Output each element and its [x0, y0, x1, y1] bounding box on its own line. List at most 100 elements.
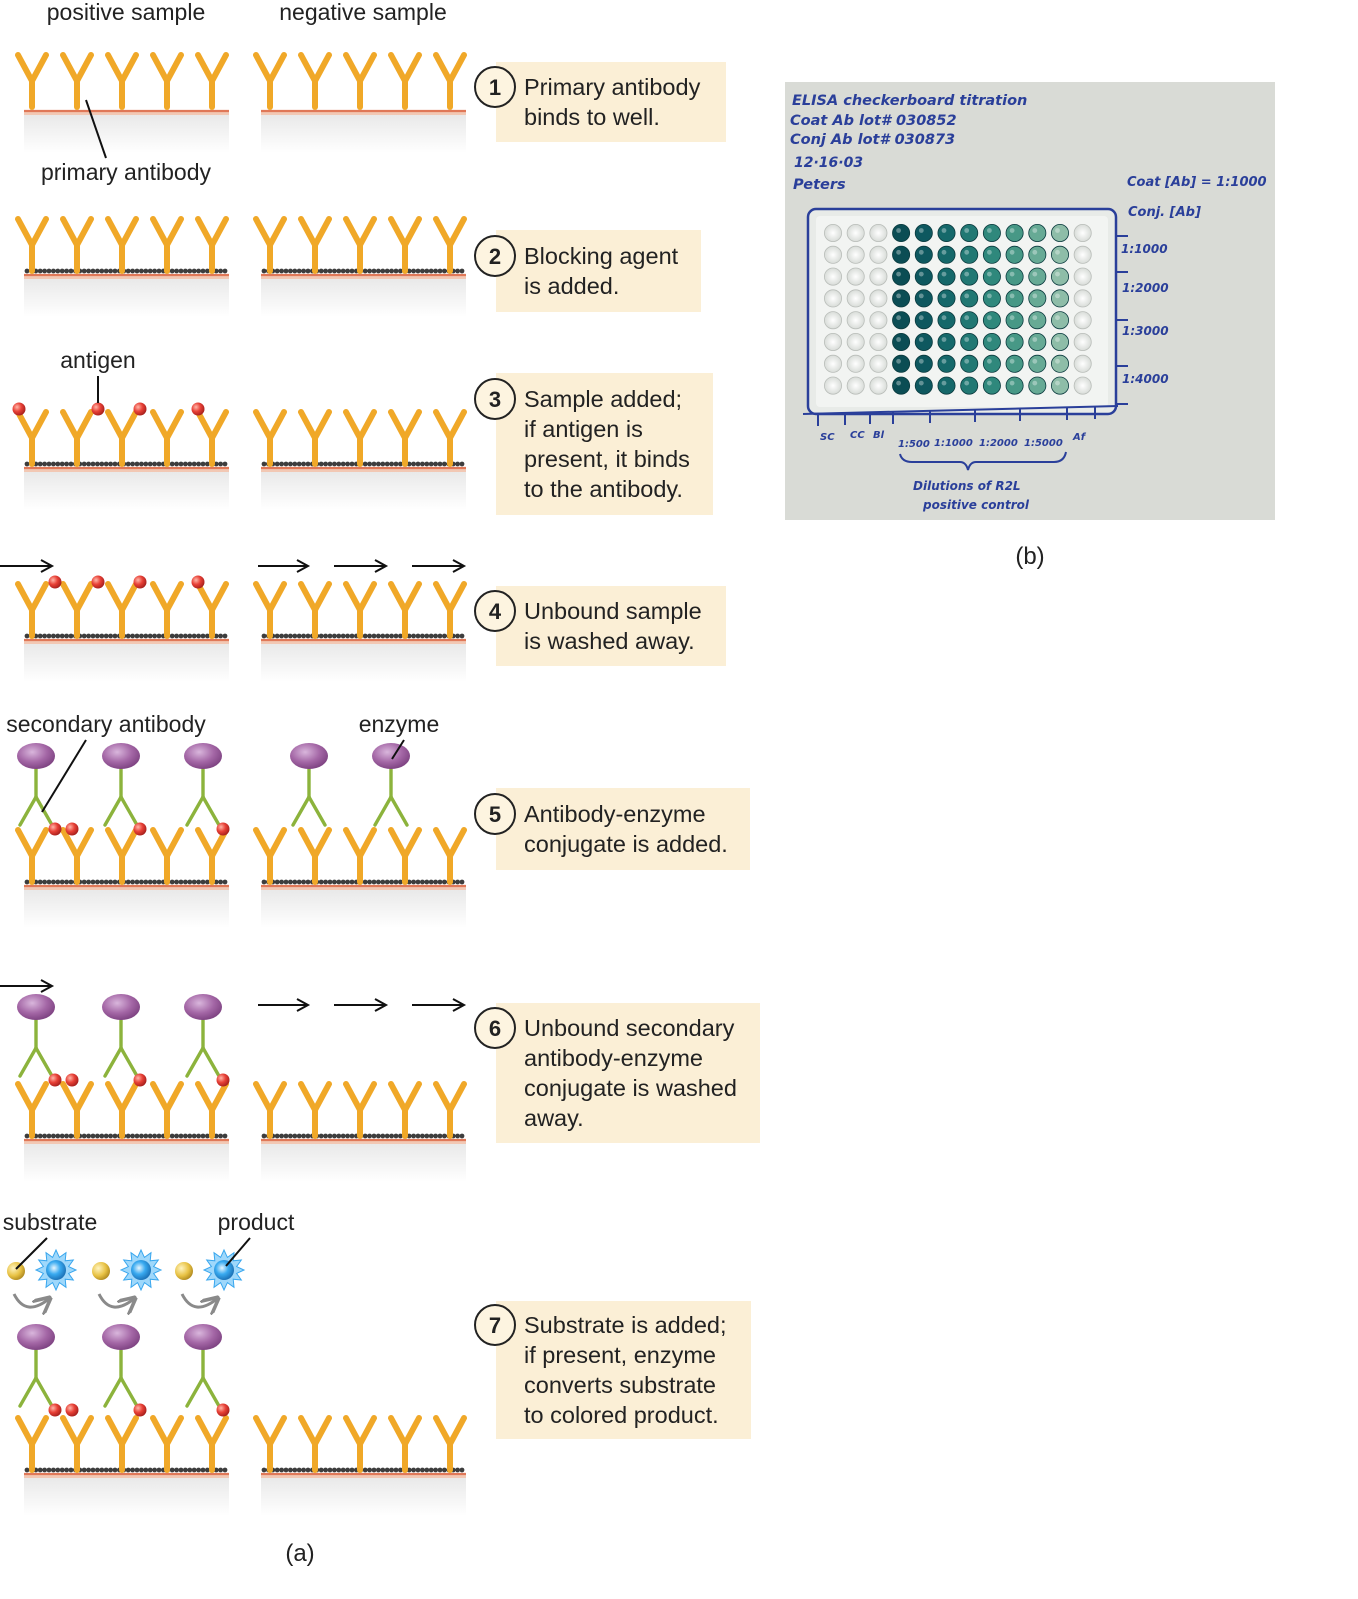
- antibody-arm: [267, 216, 287, 248]
- antibody-arm: [74, 827, 94, 859]
- step-number: 3: [489, 387, 501, 412]
- well-highlight: [918, 380, 924, 386]
- well-highlight: [1032, 358, 1038, 364]
- well-shadow: [24, 1144, 229, 1182]
- blocking-molecule: [415, 1467, 421, 1473]
- antibody-arm: [343, 1081, 363, 1113]
- plate-well: [892, 354, 911, 373]
- antibody-arm: [150, 52, 170, 84]
- antibody-arm: [74, 216, 94, 248]
- photo-conj-lot: Conj Ab lot# 030873: [790, 132, 955, 148]
- primary-antibody: [195, 827, 229, 885]
- blocking-molecule: [108, 1467, 113, 1473]
- antigen: [133, 1403, 147, 1417]
- plate-well: [892, 223, 911, 242]
- blocking-molecule: [46, 461, 52, 467]
- step-box: [496, 62, 726, 142]
- enzyme: [184, 743, 222, 769]
- blocking-molecule: [384, 268, 390, 274]
- blocking-molecule: [222, 1133, 228, 1139]
- blocking-molecule: [205, 1467, 210, 1473]
- blocking-molecule: [55, 633, 61, 639]
- antibody-arm: [105, 216, 125, 248]
- blocking-molecule: [424, 1467, 430, 1473]
- blocking-molecule: [59, 879, 65, 885]
- blocking-molecule: [134, 1133, 140, 1139]
- primary-antibody: [195, 52, 229, 110]
- secondary-arm: [34, 1376, 54, 1408]
- wash-arrow: [0, 559, 55, 573]
- well-highlight: [987, 249, 992, 255]
- well-shadow: [261, 279, 466, 317]
- primary-antibody: [105, 52, 139, 110]
- blocking-molecule: [81, 268, 87, 274]
- secondary-arm: [201, 795, 221, 827]
- blocking-molecule: [384, 1467, 390, 1473]
- plate-well: [1051, 289, 1070, 308]
- blocking-molecule: [169, 633, 175, 639]
- blocking-molecule: [415, 1133, 421, 1139]
- well-highlight: [918, 249, 924, 255]
- blocking-molecule: [200, 879, 206, 885]
- primary-antibody: [433, 216, 467, 274]
- blocking-molecule: [345, 879, 350, 885]
- blocking-molecule: [340, 461, 346, 467]
- col-label-cc: CC: [850, 430, 865, 441]
- blocking-molecule: [415, 879, 421, 885]
- antibody-arm: [60, 827, 80, 859]
- plate-well: [937, 332, 956, 351]
- antibody-arm: [343, 216, 363, 248]
- blocking-molecule: [398, 461, 403, 467]
- plate-well: [1073, 354, 1092, 373]
- blocking-molecule: [222, 879, 228, 885]
- well-shadow: [24, 1478, 229, 1516]
- well-highlight: [1009, 315, 1015, 321]
- primary-antibody: [433, 409, 467, 467]
- blocking-molecule: [42, 633, 47, 639]
- antibody-arm: [402, 52, 422, 84]
- blocking-molecule: [305, 1133, 311, 1139]
- blocking-molecule: [349, 461, 355, 467]
- blocking-molecule: [442, 879, 447, 885]
- blocking-molecule: [90, 633, 96, 639]
- blocking-agent: [24, 268, 228, 274]
- well-highlight: [1055, 337, 1060, 342]
- antibody-arm: [119, 52, 139, 84]
- blocking-molecule: [424, 879, 430, 885]
- blocking-molecule: [130, 268, 136, 274]
- blocking-molecule: [81, 879, 87, 885]
- blocking-molecule: [296, 461, 302, 467]
- antibody-arm: [312, 827, 332, 859]
- blocking-molecule: [55, 879, 61, 885]
- blocking-molecule: [200, 268, 206, 274]
- antibody-arm: [402, 216, 422, 248]
- blocking-molecule: [200, 633, 206, 639]
- antigen: [65, 822, 79, 836]
- antigen: [133, 402, 147, 416]
- blocking-molecule: [336, 633, 342, 639]
- blocking-molecule: [55, 1467, 61, 1473]
- product-core: [46, 1260, 66, 1280]
- antibody-arm: [447, 216, 467, 248]
- blocking-molecule: [305, 268, 311, 274]
- blocking-molecule: [112, 1133, 118, 1139]
- blocking-molecule: [459, 879, 465, 885]
- well-highlight: [1009, 228, 1015, 233]
- well-surface: [24, 879, 229, 928]
- blocking-agent: [24, 1133, 228, 1139]
- antibody-arm: [253, 1081, 273, 1113]
- blocking-molecule: [367, 461, 372, 467]
- plate-well: [1051, 267, 1070, 286]
- blocking-molecule: [288, 1467, 293, 1473]
- row-dilution-1: 1:1000: [1121, 242, 1168, 256]
- blocking-molecule: [428, 1467, 434, 1473]
- antibody-arm: [388, 52, 408, 84]
- well-highlight: [918, 358, 924, 364]
- antibody-arm: [29, 216, 49, 248]
- antibody-arm: [209, 409, 229, 441]
- primary-antibody: [105, 1415, 139, 1473]
- antibody-arm: [29, 581, 49, 613]
- antibody-arm: [209, 216, 229, 248]
- blocking-molecule: [108, 879, 113, 885]
